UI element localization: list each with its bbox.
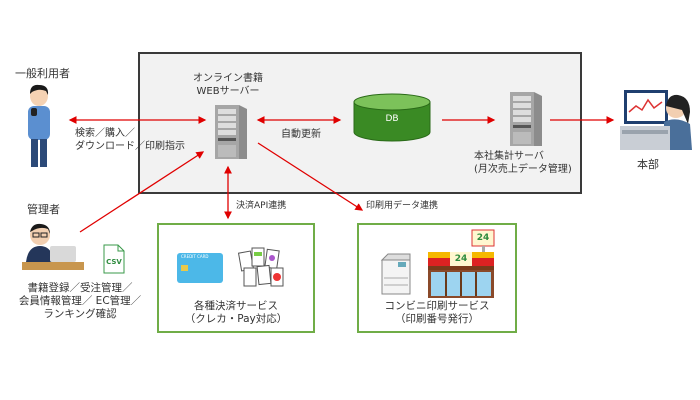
payment-label-line1: 各種決済サービス (194, 300, 278, 312)
hq-label: 本部 (637, 158, 659, 171)
hq-server-icon (510, 92, 542, 146)
user-web-label-line1: 検索／購入／ (75, 128, 135, 139)
web-server-label-line1: オンライン書籍 (193, 73, 263, 84)
hq-server-label: 本社集計サーバ (月次売上データ管理) (474, 150, 572, 176)
csv-file-icon (103, 244, 125, 274)
payment-label-line2: （クレカ・Pay対応） (184, 313, 288, 325)
web-db-edge-label: 自動更新 (281, 129, 321, 140)
admin-tasks: 書籍登録／受注管理／ 会員情報管理／ EC管理／ ランキング確認 (10, 282, 150, 321)
web-server-label: オンライン書籍 WEBサーバー (178, 72, 278, 98)
web-server-icon (215, 105, 247, 159)
store-sign-number: 24 (476, 233, 490, 243)
convenience-label-line1: コンビニ印刷サービス (384, 300, 490, 312)
user-web-edge-label: 検索／購入／ ダウンロード／印刷指示 (75, 127, 185, 153)
payment-service-label: 各種決済サービス （クレカ・Pay対応） (157, 300, 315, 326)
hq-server-label-line1: 本社集計サーバ (474, 151, 544, 162)
web-convenience-edge-label: 印刷用データ連携 (366, 201, 439, 211)
admin-label: 管理者 (27, 203, 60, 216)
db-cylinder-icon (353, 93, 431, 142)
general-user-label: 一般利用者 (15, 67, 70, 80)
web-server-label-line2: WEBサーバー (196, 86, 260, 97)
credit-card-icon (177, 253, 223, 283)
csv-label: CSV (106, 258, 122, 266)
store-front-number: 24 (454, 254, 468, 264)
convenience-store-icon (428, 229, 495, 298)
admin-task-line3: ランキング確認 (43, 308, 117, 320)
credit-card-text: CREDIT CARD (181, 254, 209, 259)
db-label: DB (385, 114, 399, 124)
user-web-label-line2: ダウンロード／印刷指示 (75, 141, 185, 152)
admin-icon (22, 223, 84, 270)
qr-pay-phones-icon (238, 247, 284, 287)
general-user-icon (28, 84, 50, 167)
admin-task-line2: 会員情報管理／ EC管理／ (18, 295, 142, 307)
hq-staff-icon (620, 90, 692, 150)
admin-task-line1: 書籍登録／受注管理／ (27, 282, 133, 294)
convenience-label-line2: （印刷番号発行） (395, 313, 479, 325)
hq-server-label-line2: (月次売上データ管理) (474, 164, 572, 175)
convenience-print-label: コンビニ印刷サービス （印刷番号発行） (357, 300, 517, 326)
copy-machine-icon (380, 253, 411, 295)
web-payment-edge-label: 決済API連携 (236, 201, 287, 211)
